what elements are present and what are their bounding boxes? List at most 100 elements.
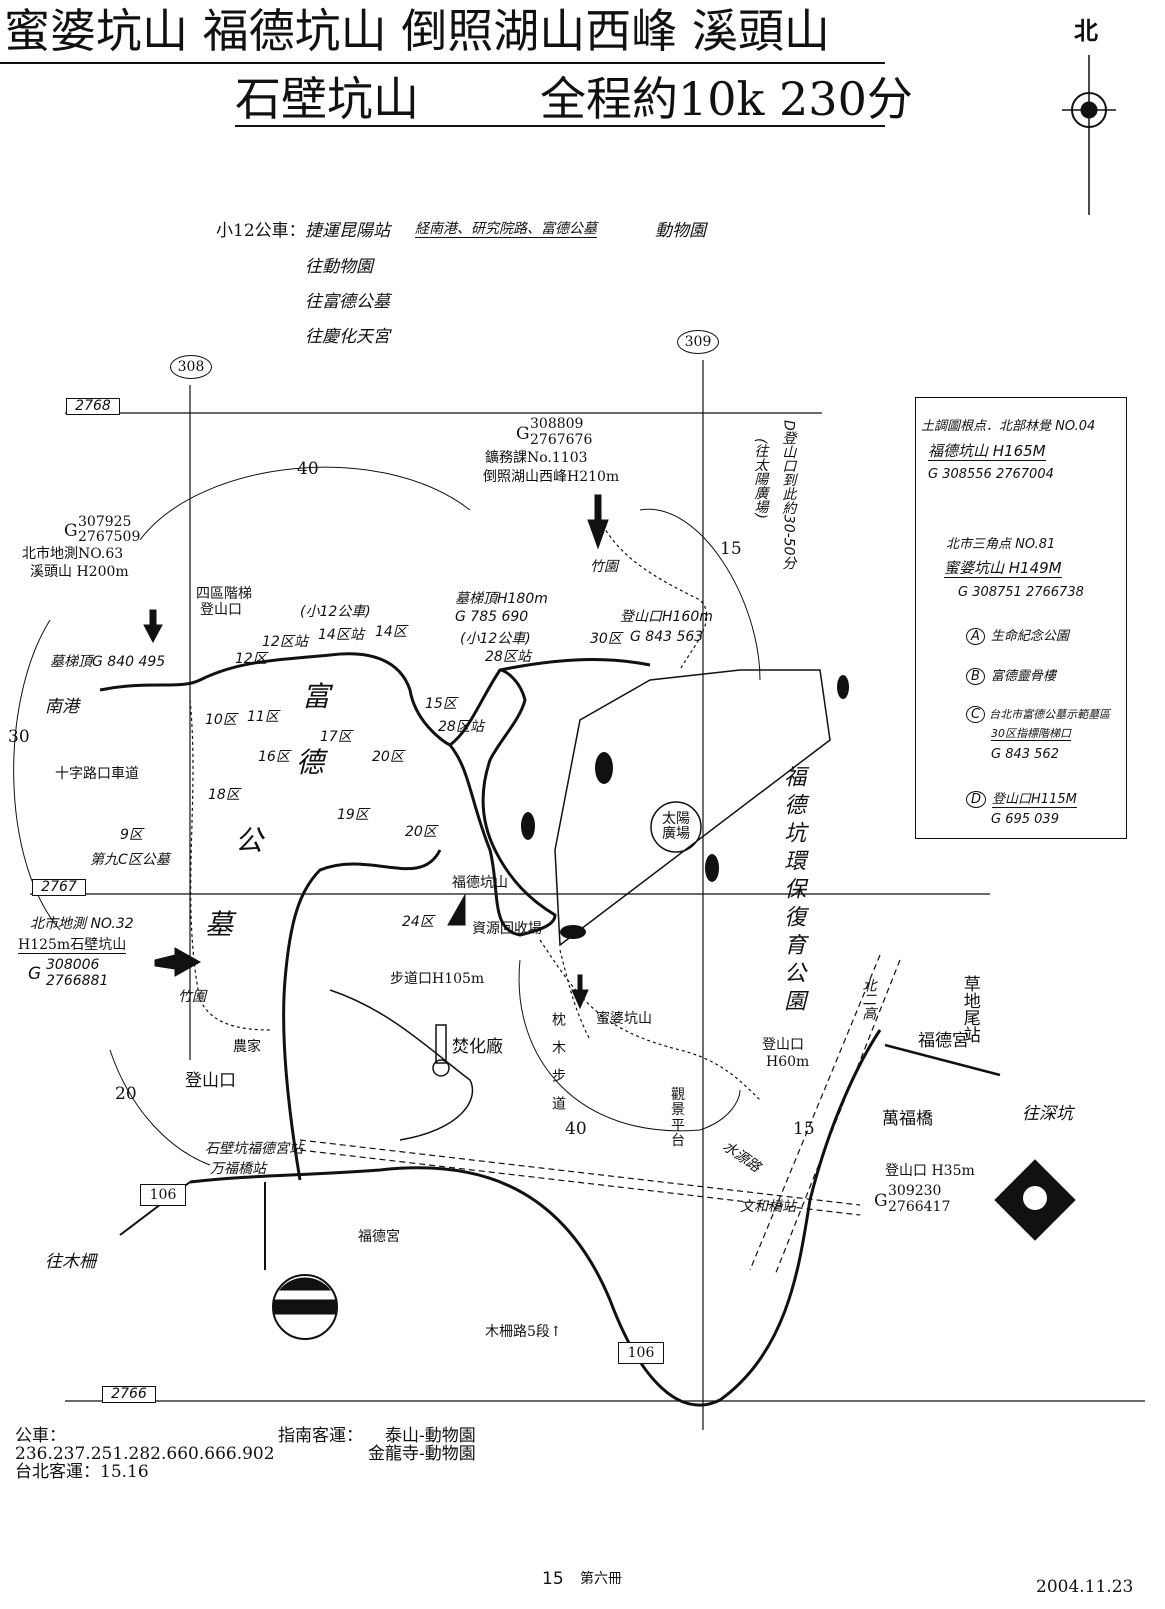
zone-label: 12区 (235, 651, 267, 667)
label-sun-plaza: 太陽廣場 (662, 811, 690, 843)
legend-peak1-g: G 308556 2767004 (928, 467, 1054, 482)
peak-name: 溪頭山 H200m (30, 564, 129, 580)
marker-b-icon: B (966, 668, 985, 685)
compass-icon (1062, 55, 1116, 215)
peak-triangle-fude (447, 893, 466, 926)
north-label: 北 (1074, 16, 1098, 45)
distance-label: 15 (720, 539, 742, 559)
footer-bus-label: 公車： (15, 1426, 66, 1446)
label-g843: G 843 563 (630, 629, 704, 645)
route-summary: 全程約10k 230分 (540, 72, 913, 126)
distance-label: 30 (8, 727, 30, 747)
road-south (282, 849, 442, 1181)
legend-peak2: 蜜婆坑山 H149M (944, 559, 1062, 578)
label-zone-30: 30区 (590, 631, 622, 647)
arc-15-top (639, 508, 761, 681)
arc-20 (109, 1049, 211, 1166)
footer-zhinan-label: 指南客運： (278, 1426, 363, 1446)
label-nangang: 南港 (45, 697, 79, 717)
label-fudegong-s: 福德宮 (358, 1229, 400, 1245)
label-fudegong-e: 福德宮 (918, 1031, 969, 1051)
label-siqu: 四區階梯 (196, 586, 252, 602)
coord-e: 308809 (530, 416, 584, 432)
marker-c-icon: C (966, 706, 986, 723)
label-wanfu-station: 万福橋站 (210, 1161, 266, 1177)
label-station-12: 12区站 (262, 634, 308, 650)
road-symbol-diamond (994, 1159, 1076, 1241)
label-fudekeng: 福德坑山 (452, 875, 508, 891)
distance-label: 40 (297, 459, 319, 479)
label-wanfu-bridge: 萬福橋 (882, 1109, 933, 1129)
label-ninec: 第九C区公墓 (90, 852, 170, 868)
coord-e: 308006 (46, 957, 100, 973)
arc-40-top (139, 466, 471, 541)
legend-line1: 土調圖根点．北部林覺 NO.04 (921, 419, 1096, 434)
incinerator-icon (432, 1024, 450, 1077)
sun-plaza-circle (650, 801, 702, 853)
page-number: 15 (542, 1569, 564, 1589)
bus-direction: 往富德公墓 (305, 292, 390, 312)
legend-d-g: G 695 039 (991, 812, 1059, 827)
road-308-marker: 308 (170, 355, 212, 379)
legend-d: D 登山口H115M (966, 791, 1077, 808)
bus-route-start: 捷運昆陽站 (305, 221, 390, 241)
label-siqu-trailhead: 登山口 (200, 602, 242, 618)
coord-n: 2767509 (78, 529, 141, 545)
zone-label: 11区 (247, 709, 279, 725)
distance-label: 40 (565, 1119, 587, 1139)
label-to-shenkeng: 往深坑 (1022, 1104, 1073, 1124)
footer-zhinan-1: 泰山-動物園 (385, 1426, 476, 1446)
label-stairs-top-n: 墓梯頂H180m (455, 591, 548, 607)
label-crossroad: 十字路口車道 (55, 766, 139, 782)
distance-label: 15 (793, 1119, 815, 1139)
label-zhenmu: 枕木步道 (550, 1012, 566, 1124)
legend-a-text: 生命紀念公園 (990, 629, 1069, 644)
survey-no: 北市地測NO.63 (22, 546, 124, 562)
survey-no: 北市地測 NO.32 (30, 916, 134, 932)
label-shibi-station: 石壁坑福德宮站 (205, 1141, 303, 1157)
peak-arrow-daozhao (587, 494, 609, 550)
incinerator-area (329, 989, 474, 1141)
g-mark: G (516, 424, 530, 444)
label-park: 福德坑環保復育公園 (780, 765, 806, 1017)
footer-zhinan-2: 金龍寺-動物園 (368, 1444, 476, 1464)
marker-d-icon: D (966, 791, 987, 808)
bus-direction: 往動物園 (305, 257, 373, 277)
peak-arrow-mipo (571, 974, 589, 1010)
label-station-14: 14区站 (318, 627, 364, 643)
label-muzha-road: 木柵路5段↑ (485, 1324, 562, 1340)
coord-n: 2766417 (888, 1199, 951, 1215)
g-mark: G (874, 1191, 888, 1211)
zone-label: 20区 (372, 749, 404, 765)
label-mu: 墓 (205, 908, 234, 941)
legend-d-text: 登山口H115M (992, 792, 1077, 808)
legend-peak2-g: G 308751 2766738 (958, 585, 1084, 600)
road-106 (189, 1029, 882, 1407)
label-mipokeng: 蜜婆坑山 (596, 1011, 652, 1027)
zone-label: 14区 (375, 624, 407, 640)
zone-label: 16区 (258, 749, 290, 765)
label-station-28: 28区站 (485, 649, 531, 665)
road-106-marker: 106 (618, 1342, 664, 1364)
volume-label: 第六冊 (580, 1571, 622, 1587)
legend-c-text: 台北市富德公墓示範墓區 (989, 708, 1111, 721)
label-incinerator: 焚化廠 (452, 1037, 503, 1057)
label-caodi-station: 草地尾站 (959, 975, 980, 1043)
label-fu: 富 (302, 680, 331, 713)
zone-label: 17区 (320, 729, 352, 745)
legend-peak1: 福德坑山 H165M (928, 442, 1046, 461)
park-boundary (554, 669, 831, 947)
legend-b-text: 富德靈骨樓 (990, 669, 1056, 684)
grid-2766: 2766 (102, 1386, 156, 1403)
road-symbol-half-circle (272, 1274, 338, 1340)
bus12-road (99, 652, 651, 747)
zone-label: 20区 (405, 824, 437, 840)
road-to-shenkeng (884, 1043, 1001, 1077)
bus-route-via: 経南港、研究院路、富德公墓 (415, 221, 597, 239)
label-farm: 農家 (233, 1039, 261, 1055)
legend-box: 土調圖根点．北部林覺 NO.04 福德坑山 H165M G 308556 276… (915, 397, 1127, 839)
label-station-28b: 28区站 (438, 719, 484, 735)
freeway (749, 954, 901, 1276)
